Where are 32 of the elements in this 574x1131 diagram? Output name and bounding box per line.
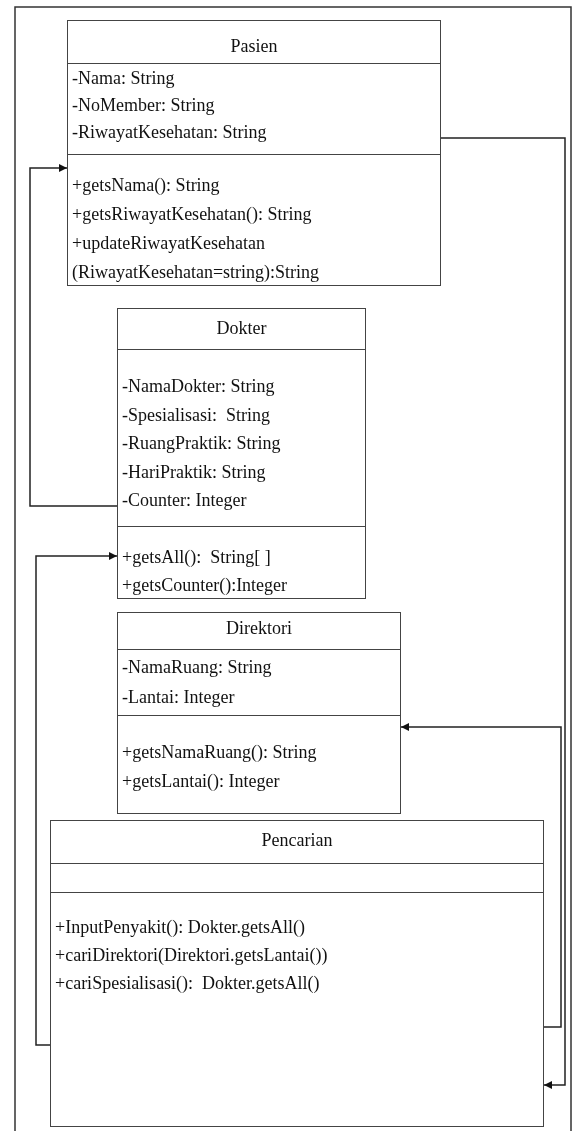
class-name: Pasien bbox=[230, 35, 278, 57]
method-text: +getsNama(): String bbox=[71, 174, 221, 197]
attribute-text: -NoMember: String bbox=[71, 94, 216, 117]
attribute-text: -Lantai: Integer bbox=[121, 686, 236, 709]
attribute-text: -NamaDokter: String bbox=[121, 375, 276, 398]
class-name: Pencarian bbox=[261, 829, 333, 851]
arrow bbox=[440, 137, 566, 1089]
method-text: +cariDirektori(Direktori.getsLantai()) bbox=[54, 944, 329, 967]
method-text: +getsLantai(): Integer bbox=[121, 770, 281, 793]
method-text: +getsAll(): String[ ] bbox=[121, 546, 272, 569]
attribute-text: -Counter: Integer bbox=[121, 489, 248, 512]
arrow bbox=[29, 164, 118, 507]
class-box bbox=[117, 612, 401, 814]
class-box bbox=[50, 820, 544, 1127]
attribute-text: -RiwayatKesehatan: String bbox=[71, 121, 268, 144]
method-text: +updateRiwayatKesehatan (RiwayatKesehatan=string):String bbox=[71, 232, 321, 284]
attribute-text: -HariPraktik: String bbox=[121, 460, 267, 484]
attribute-text: -Nama: String bbox=[71, 67, 176, 90]
method-text: +InputPenyakit(): Dokter.getsAll() bbox=[54, 916, 307, 939]
attribute-text: -RuangPraktik: String bbox=[121, 432, 282, 455]
class-name: Direktori bbox=[226, 617, 292, 639]
method-text: +getsRiwayatKesehatan(): String bbox=[71, 203, 313, 226]
arrow bbox=[35, 552, 118, 1046]
class-box bbox=[117, 308, 366, 599]
class-name: Dokter bbox=[216, 317, 267, 339]
arrow bbox=[400, 723, 562, 1028]
method-text: +getsCounter():Integer bbox=[121, 574, 289, 597]
class-box bbox=[67, 20, 441, 286]
attribute-text: -NamaRuang: String bbox=[121, 656, 273, 679]
method-text: +getsNamaRuang(): String bbox=[121, 741, 318, 764]
attribute-text: -Spesialisasi: String bbox=[121, 403, 271, 427]
method-text: +cariSpesialisasi(): Dokter.getsAll() bbox=[54, 972, 321, 995]
